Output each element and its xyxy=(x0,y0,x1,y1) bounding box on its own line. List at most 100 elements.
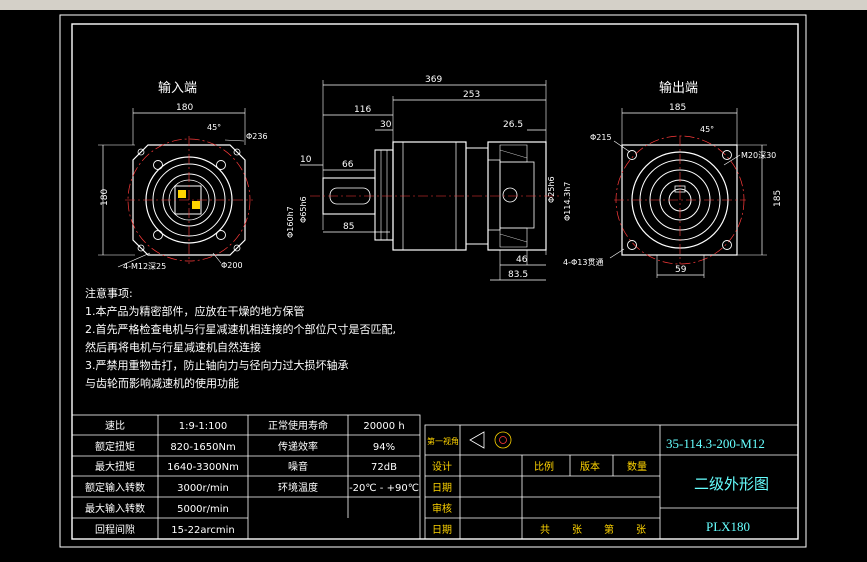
note-line: 2.首先严格检查电机与行星减速机相连接的个部位尺寸是否匹配, xyxy=(85,322,396,336)
input-corner-hole xyxy=(137,148,145,156)
dim-text-out-13: 4-Φ13贯通 xyxy=(563,257,603,267)
hatch-line xyxy=(499,149,528,159)
date-label: 日期 xyxy=(432,524,452,536)
leader-line xyxy=(117,252,151,268)
spec-cell: 噪音 xyxy=(288,460,308,473)
side-view: 369 253 116 30 26.5 10 66 85 Φ160h7 xyxy=(286,75,572,281)
sheets-label: 张 xyxy=(572,524,582,536)
dim-text-out-185: 185 xyxy=(669,103,686,113)
hatch-line xyxy=(499,233,528,243)
dim-text-out-185v: 185 xyxy=(773,190,783,207)
dim-text-30: 30 xyxy=(380,120,392,130)
output-bolt-hole xyxy=(627,150,637,160)
quantity-label: 数量 xyxy=(627,460,647,473)
adapter-hub xyxy=(502,187,518,203)
total-label: 共 xyxy=(540,524,550,536)
title-block-border xyxy=(424,424,799,540)
spec-cell: 20000 h xyxy=(363,421,404,432)
spec-table-border xyxy=(71,414,421,540)
dim-text-in-236: Φ236 xyxy=(246,132,268,141)
leader-line xyxy=(224,139,245,142)
dim-text-out-m20: M20深30 xyxy=(741,151,776,160)
note-line: 然后再将电机与行星减速机自然连接 xyxy=(85,340,261,354)
dim-text-d3: Φ25h6 xyxy=(547,176,556,203)
input-corner-hole xyxy=(137,244,145,252)
input-set-screw xyxy=(192,201,200,209)
review-label: 审核 xyxy=(432,502,452,515)
input-bolt-hole xyxy=(153,230,163,240)
spec-cell: 72dB xyxy=(371,462,397,473)
spec-cell: 820-1650Nm xyxy=(170,442,235,453)
leader-line xyxy=(212,252,222,264)
input-set-screw xyxy=(178,190,186,198)
note-line: 与齿轮而影响减速机的使用功能 xyxy=(85,376,239,390)
spec-cell: 正常使用寿命 xyxy=(268,419,328,432)
drawing-canvas[interactable]: 输入端 180 45° Φ236 180 xyxy=(0,10,867,562)
dim-text-out-59: 59 xyxy=(675,265,687,275)
date-label: 日期 xyxy=(432,482,452,494)
input-view-title: 输入端 xyxy=(158,80,197,96)
window-top-strip xyxy=(0,0,867,10)
output-bolt-hole xyxy=(627,240,637,250)
dim-text-66: 66 xyxy=(342,160,354,170)
input-corner-hole xyxy=(233,148,241,156)
sheet-no-label: 第 xyxy=(604,523,614,536)
version-label: 版本 xyxy=(580,460,600,473)
title-block xyxy=(424,424,799,540)
sheet-border-outer xyxy=(59,14,807,548)
drawing-name: 二级外形图 xyxy=(694,475,769,493)
spec-cell: 5000r/min xyxy=(177,504,229,515)
spec-cell: 最大扭矩 xyxy=(95,460,135,473)
output-view-title: 输出端 xyxy=(659,80,698,96)
spec-cell: 额定输入转数 xyxy=(85,481,145,494)
spec-cell: 额定扭矩 xyxy=(95,440,135,453)
dim-text-in-200: Φ200 xyxy=(221,261,243,270)
dim-text-out-215: Φ215 xyxy=(590,133,612,142)
note-line: 1.本产品为精密部件，应放在干燥的地方保管 xyxy=(85,304,305,318)
spec-cell: 速比 xyxy=(105,420,125,432)
dim-text-in-m12: 4-M12深25 xyxy=(123,262,166,271)
note-line: 注意事项: xyxy=(85,286,133,300)
scale-label: 比例 xyxy=(534,460,554,473)
spec-cell: 94% xyxy=(373,442,395,453)
spec-cell: 1:9-1:100 xyxy=(179,421,228,432)
spec-cell: 15-22arcmin xyxy=(171,525,234,536)
dim-text-d1: Φ160h7 xyxy=(286,206,295,238)
dim-text-369: 369 xyxy=(425,75,442,85)
spec-cell: 传递效率 xyxy=(278,440,318,453)
input-bolt-circle xyxy=(127,138,251,262)
spec-cell: 3000r/min xyxy=(177,483,229,494)
dim-text-10: 10 xyxy=(300,155,312,165)
notes-block: 注意事项: 1.本产品为精密部件，应放在干燥的地方保管 2.首先严格检查电机与行… xyxy=(85,286,396,390)
design-label: 设计 xyxy=(432,460,452,473)
leader-line xyxy=(609,248,625,259)
dim-text-46: 46 xyxy=(516,255,528,265)
dim-text-d2: Φ65h6 xyxy=(299,196,308,223)
product-code: PLX180 xyxy=(706,519,750,534)
dim-text-d4: Φ114.3h7 xyxy=(563,182,572,221)
spec-cell: -20℃ - +90℃ xyxy=(349,483,419,494)
spec-table-text: 速比 1:9-1:100 正常使用寿命 20000 h 额定扭矩 820-165… xyxy=(85,419,419,536)
dim-text-out-45: 45° xyxy=(700,125,714,134)
spec-cell: 1640-3300Nm xyxy=(167,462,239,473)
sheet-label: 张 xyxy=(636,524,646,536)
adapter-wall-bottom xyxy=(499,227,528,248)
dim-text-in-180: 180 xyxy=(176,103,193,113)
dim-text-835: 83.5 xyxy=(508,270,528,280)
projection-symbol-cone xyxy=(469,431,485,449)
dim-text-85: 85 xyxy=(343,222,354,232)
input-bolt-hole xyxy=(216,160,226,170)
adapter-wall-top xyxy=(499,144,528,163)
projection-symbol-ring xyxy=(494,431,512,449)
drawing-svg: 输入端 180 45° Φ236 180 xyxy=(59,14,807,548)
title-block-text: 第一视角 设计 日期 审核 日期 比例 版本 数量 共 张 第 张 35-114… xyxy=(427,436,769,536)
input-end-view: 输入端 180 45° Φ236 180 xyxy=(98,80,268,271)
spec-cell: 最大输入转数 xyxy=(85,502,145,515)
projection-symbol-dot xyxy=(499,436,507,444)
spec-cell: 回程间隙 xyxy=(95,523,135,536)
dim-text-in-180v: 180 xyxy=(100,189,110,206)
flange-collar xyxy=(374,149,394,241)
first-angle-label: 第一视角 xyxy=(427,436,459,446)
input-bolt-hole xyxy=(216,230,226,240)
